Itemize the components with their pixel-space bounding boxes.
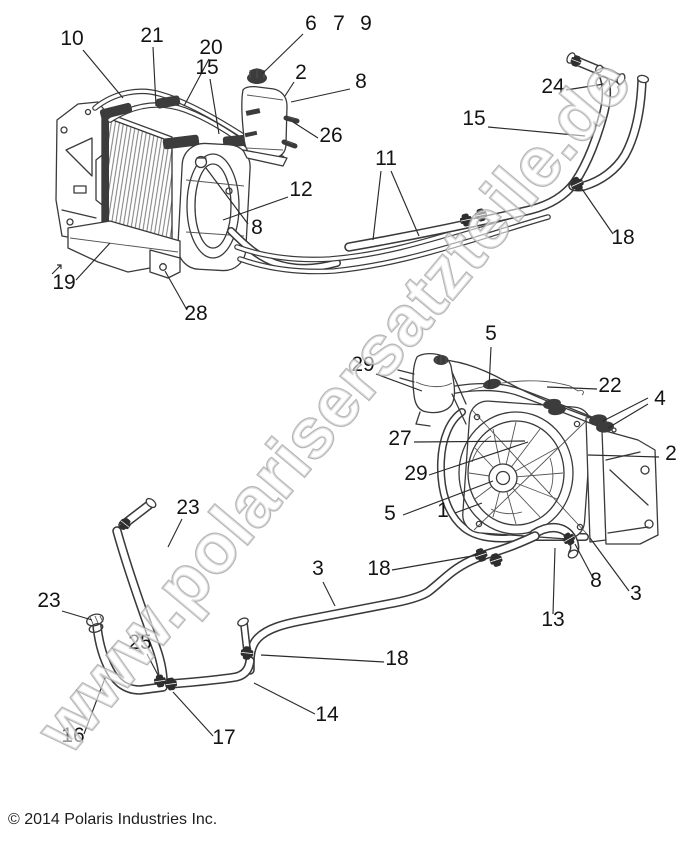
- callout-5b: 5: [384, 502, 396, 525]
- radiator-core: [101, 110, 173, 255]
- callout-23b: 23: [37, 589, 60, 612]
- callout-19: 19: [52, 271, 75, 294]
- callout-6: 6: [305, 12, 317, 35]
- callout-26: 26: [319, 124, 342, 147]
- hose-13: [534, 528, 579, 559]
- filler-neck: [194, 155, 208, 169]
- bottle-fittings: [281, 115, 300, 149]
- lower-hose-network: [86, 497, 535, 691]
- radiator-assembly: [55, 88, 548, 279]
- orientation-arrow: [51, 264, 62, 275]
- left-mount-bracket: [55, 101, 107, 241]
- callout-24: 24: [541, 75, 565, 98]
- callout-labels: 10 21 20 15 6 7 9 2 8 26 12 8 11 19 28 2…: [37, 12, 677, 749]
- callout-18c: 18: [385, 647, 408, 670]
- rail-saddle-mounts: [99, 95, 252, 150]
- callout-12: 12: [289, 178, 312, 201]
- callout-15b: 15: [462, 107, 485, 130]
- callout-21: 21: [140, 24, 163, 47]
- bottle-label-mark: [245, 108, 261, 116]
- cooling-fan: [458, 411, 574, 535]
- callout-16: 16: [61, 724, 84, 747]
- upper-right-hoses: [349, 52, 650, 247]
- callout-8b: 8: [251, 216, 263, 239]
- copyright-text: © 2014 Polaris Industries Inc.: [8, 811, 217, 828]
- callout-2a: 2: [295, 61, 307, 84]
- hose-23-stub: [116, 497, 157, 533]
- callout-1: 1: [437, 499, 449, 522]
- callout-2b: 2: [665, 442, 677, 465]
- callout-3a: 3: [312, 557, 324, 580]
- callout-15a: 15: [195, 56, 218, 79]
- radiator-fan-shroud: [177, 142, 251, 272]
- surge-tank: [397, 352, 467, 427]
- callout-29a: 29: [351, 353, 374, 376]
- callout-9: 9: [360, 12, 372, 35]
- callout-4: 4: [654, 387, 666, 410]
- fan-hub: [488, 463, 518, 493]
- callout-14: 14: [315, 703, 339, 726]
- callout-13: 13: [541, 608, 564, 631]
- hose-16-cap: [86, 613, 104, 634]
- callout-8c: 8: [590, 569, 602, 592]
- callout-20: 20: [199, 36, 222, 59]
- lower-mount-tray: [67, 220, 181, 279]
- callout-28: 28: [184, 302, 207, 325]
- callout-7: 7: [333, 12, 345, 35]
- callout-23a: 23: [176, 496, 199, 519]
- callout-22: 22: [598, 374, 621, 397]
- bottle-cap: [247, 68, 267, 84]
- callout-8a: 8: [355, 70, 367, 93]
- callout-17: 17: [212, 726, 235, 749]
- callout-27: 27: [388, 427, 411, 450]
- callout-18a: 18: [611, 226, 634, 249]
- callout-10: 10: [60, 27, 83, 50]
- right-mount-bracket: [585, 415, 659, 545]
- fan-blades: [468, 421, 564, 525]
- callout-25: 25: [128, 631, 151, 654]
- bottle-bracket: [242, 149, 288, 167]
- callout-11: 11: [375, 147, 397, 170]
- callout-5a: 5: [485, 322, 497, 345]
- callout-3b: 3: [630, 582, 642, 605]
- callout-18b: 18: [367, 557, 390, 580]
- callout-29b: 29: [404, 462, 427, 485]
- coolant-bottle: [241, 68, 300, 167]
- leader-lines: [51, 33, 660, 737]
- bottle-label-mark: [244, 130, 258, 138]
- fan-assembly: [397, 352, 659, 559]
